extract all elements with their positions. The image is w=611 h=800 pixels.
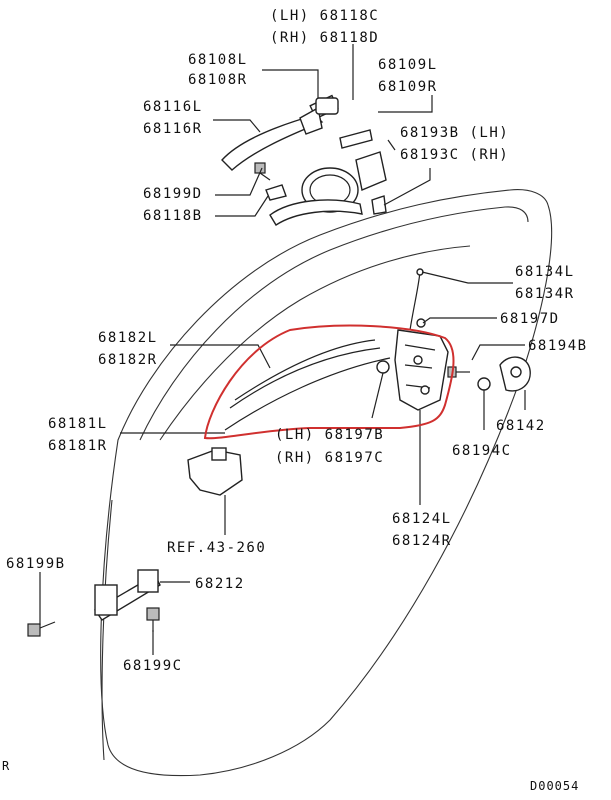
label-68194c: 68194C — [452, 443, 512, 459]
leader-lines — [39, 44, 526, 655]
label-68118c: (LH) 68118C — [270, 8, 380, 24]
label-68182l: 68182L — [98, 330, 158, 346]
label-68124l: 68124L — [392, 511, 452, 527]
label-68199c: 68199C — [123, 658, 183, 674]
door-outline — [100, 189, 553, 777]
label-68182r: 68182R — [98, 352, 158, 368]
corner-mark: R — [2, 759, 11, 773]
door-lock-assembly — [394, 329, 449, 411]
label-68181r: 68181R — [48, 438, 108, 454]
label-68199b: 68199B — [6, 556, 66, 572]
handle-gasket — [339, 129, 373, 149]
label-68193b: 68193B (LH) — [400, 125, 510, 141]
handle-cap — [315, 97, 339, 115]
label-68197c: (RH) 68197C — [275, 450, 385, 466]
label-ref-43-260: REF.43-260 — [167, 540, 267, 556]
cables — [224, 339, 391, 431]
label-68109r: 68109R — [378, 79, 438, 95]
label-68124r: 68124R — [392, 533, 452, 549]
label-68197b: (LH) 68197B — [275, 427, 385, 443]
label-68194b: 68194B — [528, 338, 588, 354]
handle-frame — [269, 151, 387, 226]
striker-68142 — [499, 356, 531, 392]
door-check-68212 — [93, 569, 161, 621]
label-68109l: 68109L — [378, 57, 438, 73]
label-68108l: 68108L — [188, 52, 248, 68]
label-68116l: 68116L — [143, 99, 203, 115]
screw-68194c — [477, 377, 491, 398]
bolt-68199c — [146, 607, 160, 632]
label-68199d: 68199D — [143, 186, 203, 202]
nut-68197 — [376, 318, 426, 374]
clip-68118b — [265, 184, 287, 201]
label-68116r: 68116R — [143, 121, 203, 137]
bolt-68199b — [27, 621, 56, 637]
label-68134r: 68134R — [515, 286, 575, 302]
label-68193c: 68193C (RH) — [400, 147, 510, 163]
bracket-ref-43-260 — [187, 447, 243, 496]
label-68197d: 68197D — [500, 311, 560, 327]
label-68108r: 68108R — [188, 72, 248, 88]
highlight-outline — [203, 324, 455, 440]
label-68212: 68212 — [195, 576, 245, 592]
label-68134l: 68134L — [515, 264, 575, 280]
label-68142: 68142 — [496, 418, 546, 434]
label-68118d: (RH) 68118D — [270, 30, 380, 46]
label-68118b: 68118B — [143, 208, 203, 224]
clip-68193 — [371, 195, 387, 215]
label-68181l: 68181L — [48, 416, 108, 432]
figure-id: D00054 — [530, 779, 580, 793]
